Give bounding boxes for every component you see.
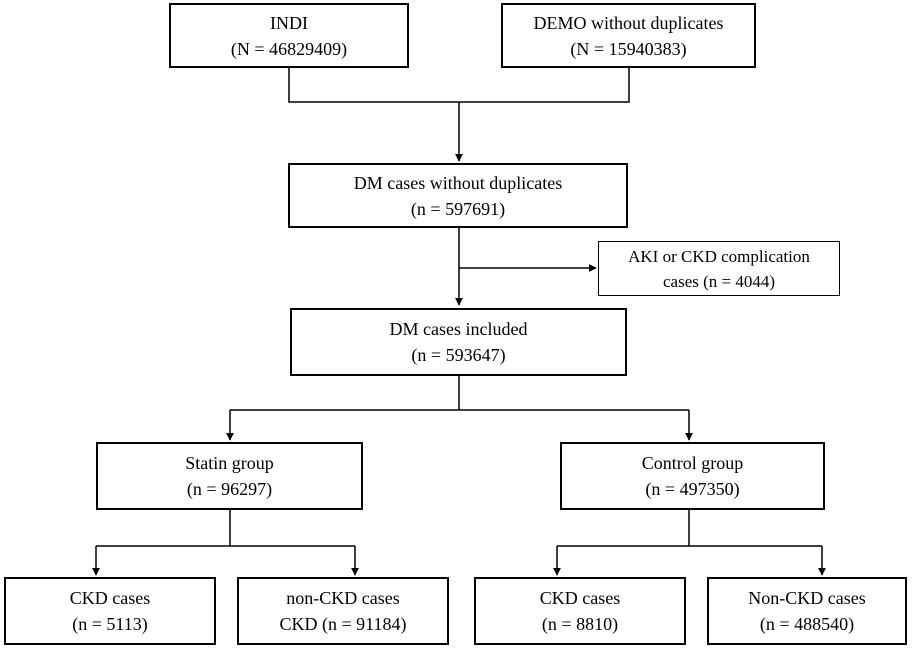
- dm-included-label: DM cases included: [389, 319, 528, 339]
- demo-label: DEMO without duplicates: [533, 12, 724, 33]
- dm-cases-label: DM cases without duplicates: [353, 172, 563, 193]
- statin-nonckd-box: non-CKD cases CKD (n = 91184): [237, 577, 449, 645]
- control-split-connector: [557, 510, 822, 547]
- dm-included-count: (n = 593647): [411, 345, 506, 365]
- indi-label: INDI: [270, 12, 308, 33]
- dm-included-box: DM cases included (n = 593647): [290, 308, 627, 376]
- exclusion-count: cases (n = 4044): [662, 271, 776, 291]
- statin-nonckd-count: CKD (n = 91184): [279, 614, 407, 634]
- control-ckd-count: (n = 8810): [541, 614, 619, 634]
- statin-group-box: Statin group (n = 96297): [96, 442, 363, 510]
- control-nonckd-count: (n = 488540): [759, 614, 855, 634]
- dm-cases-box: DM cases without duplicates (n = 597691): [288, 163, 628, 228]
- exclusion-box: AKI or CKD complication cases (n = 4044): [598, 241, 840, 296]
- statin-group-label: Statin group: [185, 453, 274, 473]
- statin-split-connector: [96, 510, 355, 547]
- control-ckd-box: CKD cases (n = 8810): [474, 577, 686, 645]
- statin-nonckd-label: non-CKD cases: [286, 588, 400, 608]
- statin-ckd-label: CKD cases: [69, 588, 151, 608]
- control-ckd-label: CKD cases: [539, 588, 621, 608]
- demo-count: (N = 15940383): [570, 38, 687, 59]
- indi-count: (N = 46829409): [230, 38, 348, 59]
- group-split-connector: [230, 376, 689, 411]
- statin-ckd-box: CKD cases (n = 5113): [4, 577, 216, 645]
- control-nonckd-box: Non-CKD cases (n = 488540): [707, 577, 907, 645]
- exclusion-label: AKI or CKD complication: [628, 246, 810, 266]
- statin-group-count: (n = 96297): [186, 479, 273, 499]
- indi-box: INDI (N = 46829409): [169, 3, 409, 68]
- demo-box: DEMO without duplicates (N = 15940383): [501, 3, 756, 68]
- control-group-count: (n = 497350): [645, 479, 740, 499]
- control-nonckd-label: Non-CKD cases: [748, 588, 866, 608]
- merge-connector: [288, 68, 630, 103]
- control-group-label: Control group: [641, 453, 744, 473]
- dm-cases-count: (n = 597691): [410, 198, 506, 219]
- statin-ckd-count: (n = 5113): [72, 614, 148, 634]
- control-group-box: Control group (n = 497350): [560, 442, 825, 510]
